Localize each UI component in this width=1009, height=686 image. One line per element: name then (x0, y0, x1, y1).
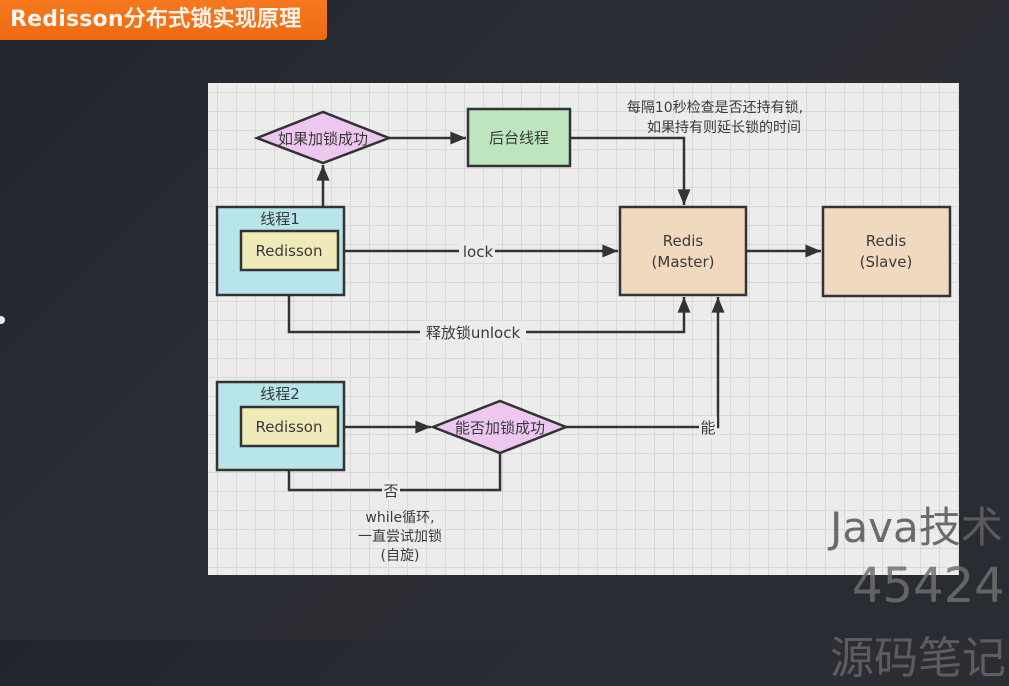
redis-slave-label-line1: Redis (866, 232, 907, 250)
thread2-box: 线程2 Redisson (215, 380, 346, 472)
redis-master-box: Redis (Master) (618, 205, 748, 297)
watchdog-note-line2: 如果持有则延长锁的时间 (647, 120, 801, 136)
edge-no-label: 否 (383, 482, 398, 500)
decision-can-lock: 能否加锁成功 (429, 399, 570, 455)
watermark-line1: Java技术 (830, 503, 1003, 552)
watermark-line3: 源码笔记 (830, 633, 1006, 684)
edge-lock-label: lock (463, 243, 494, 261)
edge-yes-label: 能 (700, 419, 715, 437)
thread1-box: 线程1 Redisson (215, 205, 346, 297)
flowchart: 如果加锁成功 后台线程 每隔10秒检查是否还持有锁, 如果持有则延长锁的时间 线… (215, 100, 952, 564)
spin-note-line3: (自旋) (381, 548, 420, 564)
watchdog-note-line1: 每隔10秒检查是否还持有锁, (627, 100, 803, 116)
thread2-label: 线程2 (260, 385, 300, 403)
slide-indicator-dot (0, 316, 5, 324)
watchdog-note: 每隔10秒检查是否还持有锁, 如果持有则延长锁的时间 (627, 100, 803, 136)
thread1-redisson-box (239, 229, 340, 272)
decision-if-lock-success-label: 如果加锁成功 (278, 130, 368, 148)
edge-yes-to-master (566, 297, 725, 429)
redis-slave-label-line2: (Slave) (860, 253, 913, 271)
redis-master-label-line1: Redis (663, 232, 704, 250)
page-title: Redisson分布式锁实现原理 (0, 0, 327, 40)
edge-unlock-label: 释放锁unlock (426, 324, 521, 342)
spin-note: while循环, 一直尝试加锁 (自旋) (358, 510, 442, 564)
spin-note-line2: 一直尝试加锁 (358, 528, 442, 545)
decision-if-lock-success: 如果加锁成功 (253, 110, 393, 165)
thread1-redisson-label: Redisson (256, 242, 323, 260)
thread1-label: 线程1 (260, 210, 300, 228)
background-thread-box: 后台线程 (466, 107, 572, 168)
watermark-line2: 45424 (852, 558, 1005, 614)
diagram-canvas: 如果加锁成功 后台线程 每隔10秒检查是否还持有锁, 如果持有则延长锁的时间 线… (208, 83, 959, 575)
background-thread-label: 后台线程 (489, 129, 549, 147)
thread2-redisson-box (239, 405, 340, 448)
decision-can-lock-label: 能否加锁成功 (455, 419, 545, 437)
redis-master-label-line2: (Master) (652, 253, 715, 271)
edge-background-thread-to-master (570, 136, 691, 205)
spin-note-line1: while循环, (365, 510, 434, 526)
thread2-redisson-label: Redisson (256, 418, 323, 436)
redis-slave-box: Redis (Slave) (821, 205, 952, 298)
